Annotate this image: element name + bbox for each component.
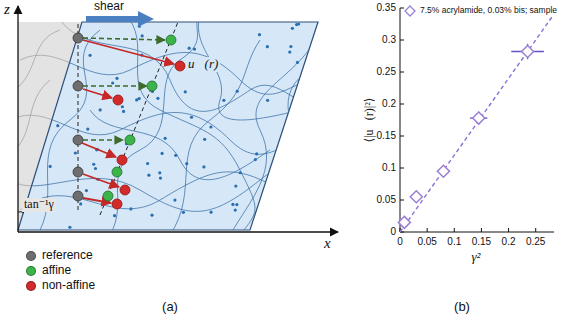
data-point — [437, 165, 450, 177]
legend-row: 7.5% acrylamide, 0.03% bis; sample — [404, 5, 557, 17]
data-point — [398, 216, 410, 228]
label-anchor: 0.25 — [377, 66, 396, 78]
legend-row: reference — [26, 249, 93, 263]
legend-swatch — [26, 281, 36, 291]
label-anchor: 0.05 — [377, 194, 396, 206]
legend-row: non-affine — [26, 279, 95, 293]
label-anchor: 0.25 — [526, 236, 545, 248]
affine-arrows — [83, 38, 165, 140]
figure-label: tan⁻¹γ — [22, 198, 56, 212]
legend-text: non-affine — [42, 279, 95, 293]
affine-points — [103, 35, 176, 201]
label-anchor: (b) — [454, 300, 470, 315]
label-anchor: 0 — [390, 226, 396, 238]
label-anchor: 0 — [397, 236, 403, 248]
x-axis — [18, 231, 338, 232]
shear-arrow — [86, 16, 146, 22]
label-anchor: z — [4, 1, 10, 18]
label-anchor: x — [324, 235, 331, 252]
tick-label: 0.15 — [472, 236, 491, 248]
legend-swatch — [26, 251, 36, 261]
tick-label: 0.1 — [382, 162, 396, 174]
tick-label: 0.35 — [377, 2, 396, 14]
label-anchor: tan⁻¹γ — [22, 198, 56, 212]
fit-line — [400, 17, 552, 232]
tick-label: 0.05 — [377, 194, 396, 206]
non-affine-arrows — [82, 40, 174, 203]
label-anchor: u⃗(r) — [186, 57, 220, 72]
tick-label: 0.1 — [447, 236, 461, 248]
figure-label: u⃗(r) — [186, 57, 220, 72]
tick-label: 0.2 — [502, 236, 516, 248]
figure-label: γ² — [471, 250, 480, 265]
legend-text: 7.5% acrylamide, 0.03% bis; sample — [420, 6, 557, 16]
data-point — [511, 44, 544, 59]
tick-label: 0.05 — [417, 236, 436, 248]
figure-label: shear — [94, 0, 124, 14]
tick-label: 0.3 — [382, 34, 396, 46]
tick-label: 0.2 — [382, 98, 396, 110]
tick-label: 0.25 — [526, 236, 545, 248]
legend-text: affine — [42, 264, 71, 278]
label-anchor: 0.2 — [502, 236, 516, 248]
legend-row: affine — [26, 264, 71, 278]
label-anchor: (a) — [162, 300, 178, 315]
label-anchor: 0.3 — [382, 34, 396, 46]
plot-axes — [400, 8, 554, 232]
label-anchor: 0.15 — [377, 130, 396, 142]
legend-text: reference — [42, 249, 93, 263]
figure-label: (a) — [162, 300, 178, 315]
label-anchor: 0.05 — [417, 236, 436, 248]
label-anchor: γ² — [471, 250, 480, 265]
reference-points — [73, 33, 83, 201]
label-anchor: 0.1 — [382, 162, 396, 174]
label-anchor: 0.15 — [472, 236, 491, 248]
figure-label: (b) — [454, 300, 470, 315]
label-anchor: 0.2 — [382, 98, 396, 110]
legend-swatch — [26, 266, 36, 276]
figure-label: x — [324, 235, 331, 252]
figure-label: z — [4, 1, 10, 18]
legend-marker — [404, 5, 416, 17]
label-anchor: 0.1 — [447, 236, 461, 248]
z-axis — [17, 6, 18, 232]
label-anchor: shear — [94, 0, 124, 14]
tick-label: 0 — [397, 236, 403, 248]
tick-label: 0.25 — [377, 66, 396, 78]
tick-label: 0.15 — [377, 130, 396, 142]
figure-label: ⟨|u⃗(r)|²⟩ — [363, 97, 377, 142]
data-point — [410, 191, 422, 203]
crosslink-dots — [35, 22, 300, 228]
non-affine-points — [112, 61, 185, 209]
data-point — [470, 112, 487, 125]
label-anchor: ⟨|u⃗(r)|²⟩ — [363, 97, 377, 142]
label-anchor: 0.35 — [377, 2, 396, 14]
tick-label: 0 — [390, 226, 396, 238]
